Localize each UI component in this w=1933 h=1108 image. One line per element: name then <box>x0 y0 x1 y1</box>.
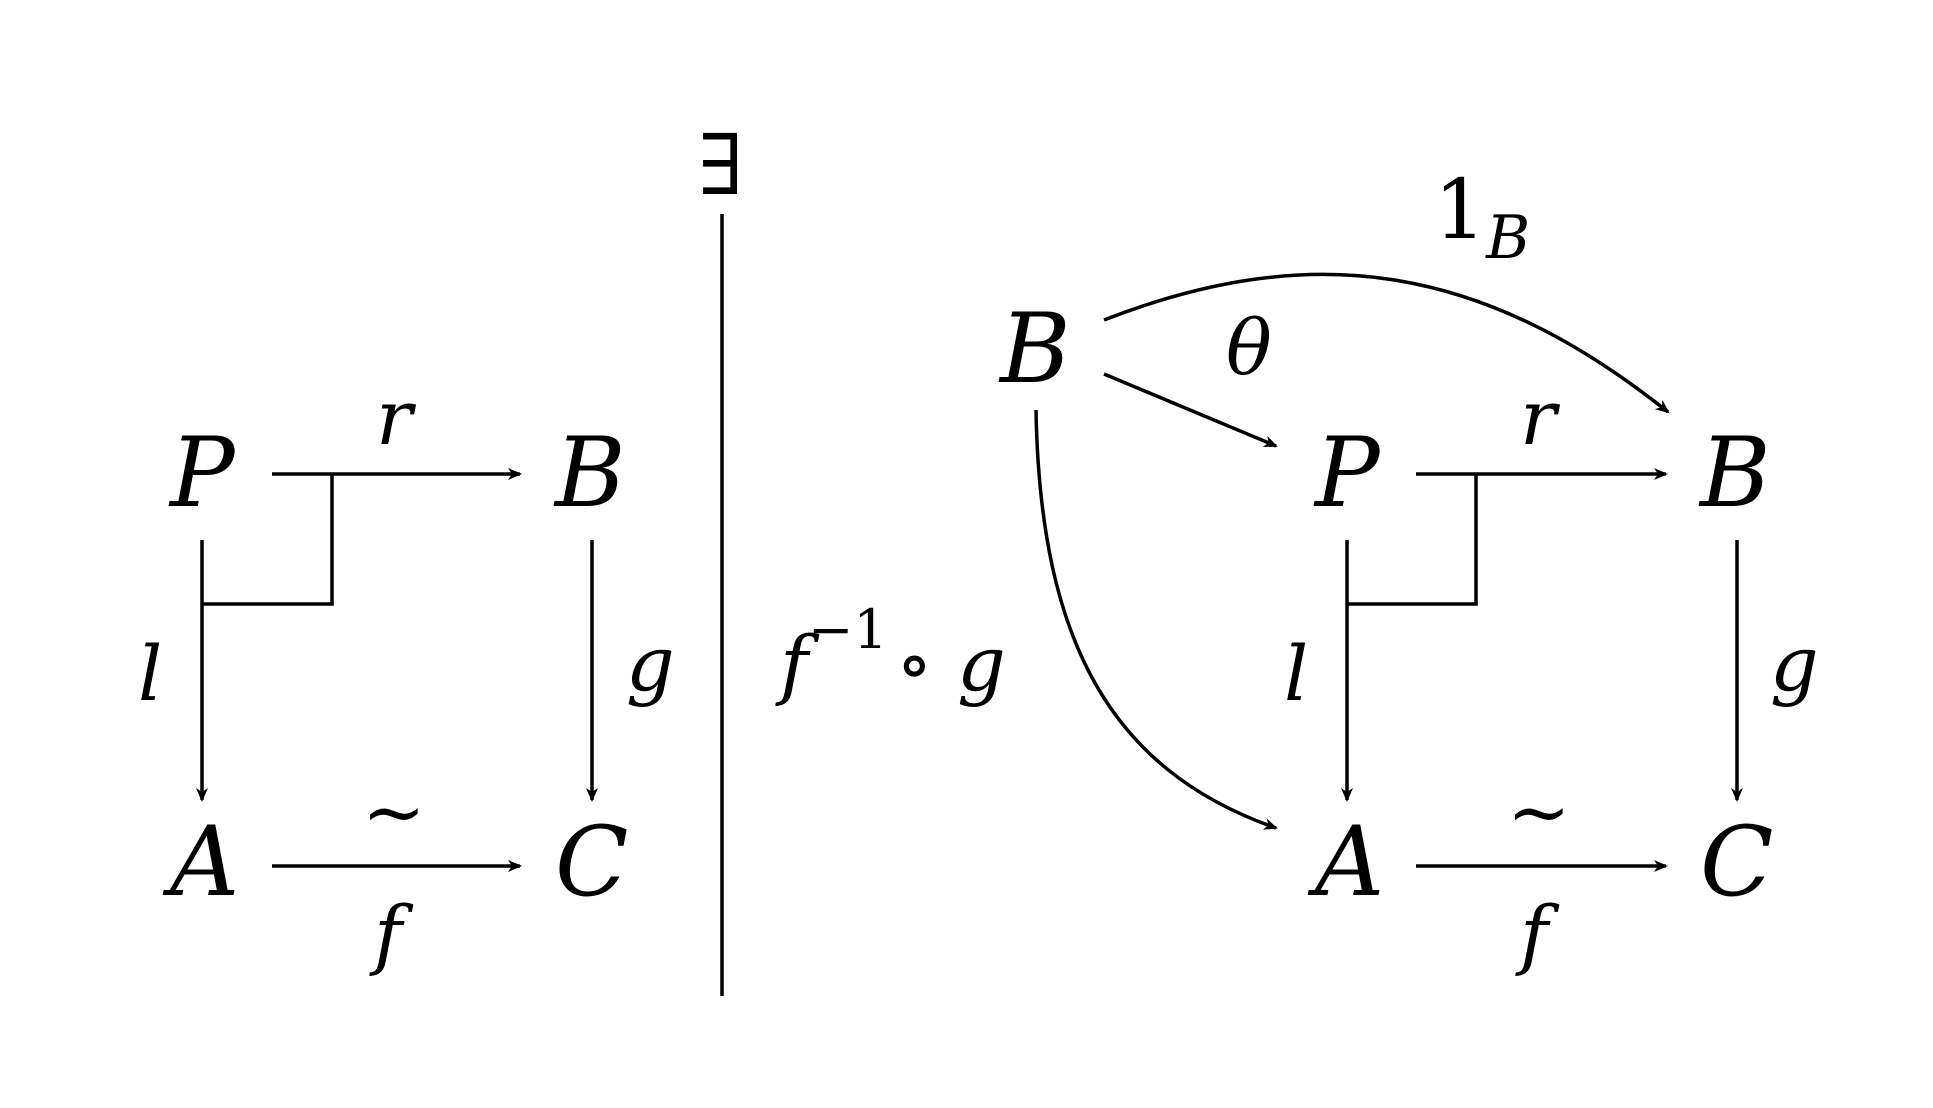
left-label-g: g <box>626 619 675 708</box>
left-node-B: B <box>553 417 626 529</box>
right-pullback-corner <box>1347 474 1478 606</box>
right-node-P: P <box>1313 417 1381 529</box>
right-label-l: l <box>1284 629 1308 718</box>
right-label-composite: f−1∘ g <box>775 598 1006 708</box>
left-label-r: r <box>376 373 417 462</box>
left-pullback-corner <box>202 474 334 606</box>
left-node-C: C <box>555 806 628 918</box>
right-label-r: r <box>1520 373 1561 462</box>
right-diagram: B P B A C 1B θ f−1∘ g r l g ~ f <box>775 163 1819 978</box>
right-label-identity: 1B <box>1434 163 1530 273</box>
composite-rest: ∘ g <box>896 619 1006 708</box>
left-label-l: l <box>138 629 162 718</box>
left-label-f: f <box>369 889 414 978</box>
left-label-iso: ~ <box>362 767 426 856</box>
right-label-iso: ~ <box>1507 767 1571 856</box>
right-node-A: A <box>1307 806 1384 918</box>
identity-base: 1 <box>1434 163 1486 258</box>
right-arrow-identity <box>1103 272 1670 414</box>
left-node-A: A <box>162 806 239 918</box>
right-node-B-source: B <box>998 293 1071 405</box>
left-diagram: P B A C r l g ~ f <box>138 373 675 978</box>
left-node-P: P <box>168 417 236 529</box>
right-node-B: B <box>1698 417 1771 529</box>
composite-superscript: −1 <box>808 598 888 661</box>
right-node-C: C <box>1700 806 1773 918</box>
exists-symbol: ∃ <box>698 116 744 214</box>
right-label-theta: θ <box>1226 303 1272 392</box>
existence-separator: ∃ <box>698 116 744 996</box>
identity-subscript: B <box>1485 203 1530 273</box>
right-label-f: f <box>1515 889 1560 978</box>
right-arrow-theta <box>1103 372 1278 448</box>
right-arrow-composite <box>1034 409 1278 830</box>
right-label-g: g <box>1770 619 1819 708</box>
